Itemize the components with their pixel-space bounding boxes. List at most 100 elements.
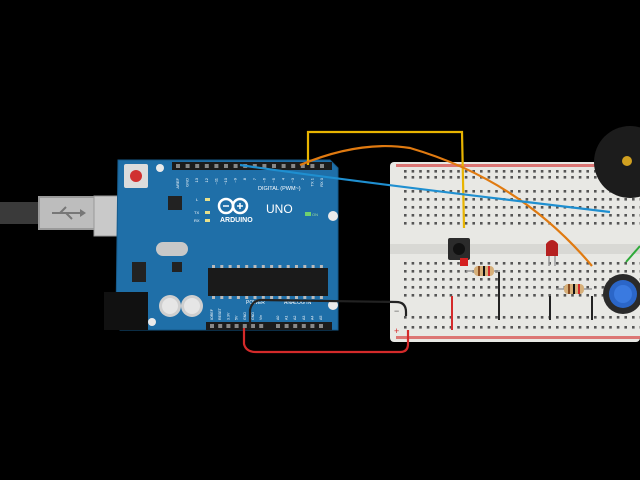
breadboard-hole[interactable] — [526, 176, 529, 179]
breadboard-hole[interactable] — [548, 170, 551, 173]
breadboard-hole[interactable] — [442, 222, 445, 225]
breadboard-hole[interactable] — [480, 206, 483, 209]
breadboard-hole[interactable] — [488, 170, 491, 173]
breadboard-hole[interactable] — [624, 206, 627, 209]
breadboard-hole[interactable] — [450, 262, 453, 265]
breadboard-hole[interactable] — [442, 206, 445, 209]
breadboard-hole[interactable] — [602, 270, 605, 273]
breadboard-hole[interactable] — [465, 326, 468, 329]
breadboard-hole[interactable] — [495, 278, 498, 281]
breadboard-hole[interactable] — [450, 206, 453, 209]
breadboard-hole[interactable] — [602, 262, 605, 265]
breadboard-hole[interactable] — [609, 262, 612, 265]
breadboard-hole[interactable] — [488, 326, 491, 329]
breadboard-hole[interactable] — [526, 262, 529, 265]
breadboard-hole[interactable] — [503, 206, 506, 209]
header-pin[interactable] — [218, 324, 222, 328]
breadboard-hole[interactable] — [609, 316, 612, 319]
breadboard-hole[interactable] — [541, 316, 544, 319]
header-pin[interactable] — [243, 324, 247, 328]
breadboard-hole[interactable] — [457, 262, 460, 265]
breadboard-hole[interactable] — [518, 176, 521, 179]
breadboard-hole[interactable] — [548, 176, 551, 179]
breadboard-hole[interactable] — [412, 286, 415, 289]
breadboard-hole[interactable] — [457, 190, 460, 193]
breadboard-hole[interactable] — [503, 294, 506, 297]
breadboard-hole[interactable] — [526, 286, 529, 289]
breadboard-hole[interactable] — [556, 190, 559, 193]
breadboard-hole[interactable] — [495, 190, 498, 193]
breadboard-hole[interactable] — [564, 170, 567, 173]
breadboard-hole[interactable] — [457, 316, 460, 319]
breadboard-hole[interactable] — [427, 316, 430, 319]
breadboard-hole[interactable] — [518, 286, 521, 289]
breadboard-hole[interactable] — [495, 294, 498, 297]
breadboard-hole[interactable] — [571, 198, 574, 201]
breadboard-hole[interactable] — [434, 270, 437, 273]
breadboard-hole[interactable] — [419, 316, 422, 319]
breadboard-hole[interactable] — [617, 326, 620, 329]
breadboard-hole[interactable] — [480, 278, 483, 281]
breadboard-hole[interactable] — [472, 198, 475, 201]
breadboard-hole[interactable] — [434, 198, 437, 201]
breadboard-hole[interactable] — [404, 222, 407, 225]
breadboard-hole[interactable] — [533, 176, 536, 179]
breadboard-hole[interactable] — [450, 286, 453, 289]
breadboard-hole[interactable] — [434, 316, 437, 319]
breadboard-hole[interactable] — [609, 214, 612, 217]
breadboard-hole[interactable] — [419, 278, 422, 281]
breadboard-hole[interactable] — [609, 206, 612, 209]
breadboard-hole[interactable] — [465, 222, 468, 225]
breadboard-hole[interactable] — [495, 286, 498, 289]
breadboard-hole[interactable] — [556, 270, 559, 273]
breadboard-hole[interactable] — [419, 326, 422, 329]
breadboard-hole[interactable] — [617, 222, 620, 225]
breadboard-hole[interactable] — [556, 176, 559, 179]
breadboard-hole[interactable] — [548, 190, 551, 193]
breadboard-hole[interactable] — [579, 316, 582, 319]
breadboard-hole[interactable] — [526, 198, 529, 201]
breadboard-hole[interactable] — [510, 222, 513, 225]
breadboard-hole[interactable] — [427, 222, 430, 225]
breadboard-hole[interactable] — [434, 326, 437, 329]
breadboard-hole[interactable] — [503, 270, 506, 273]
breadboard-hole[interactable] — [404, 190, 407, 193]
breadboard-hole[interactable] — [404, 326, 407, 329]
breadboard-hole[interactable] — [412, 170, 415, 173]
breadboard-hole[interactable] — [503, 278, 506, 281]
breadboard-hole[interactable] — [632, 198, 635, 201]
breadboard-hole[interactable] — [503, 170, 506, 173]
breadboard-hole[interactable] — [404, 270, 407, 273]
breadboard-hole[interactable] — [442, 278, 445, 281]
breadboard-hole[interactable] — [465, 294, 468, 297]
breadboard-hole[interactable] — [472, 176, 475, 179]
breadboard-hole[interactable] — [548, 206, 551, 209]
breadboard-hole[interactable] — [465, 176, 468, 179]
breadboard-hole[interactable] — [518, 222, 521, 225]
breadboard-hole[interactable] — [571, 214, 574, 217]
breadboard-hole[interactable] — [510, 270, 513, 273]
breadboard-hole[interactable] — [548, 286, 551, 289]
breadboard-hole[interactable] — [457, 214, 460, 217]
breadboard-hole[interactable] — [450, 198, 453, 201]
header-pin[interactable] — [282, 164, 286, 168]
breadboard-hole[interactable] — [564, 294, 567, 297]
breadboard-hole[interactable] — [586, 176, 589, 179]
header-pin[interactable] — [214, 164, 218, 168]
breadboard-hole[interactable] — [556, 198, 559, 201]
breadboard-hole[interactable] — [419, 270, 422, 273]
breadboard-hole[interactable] — [427, 278, 430, 281]
breadboard-hole[interactable] — [480, 190, 483, 193]
breadboard-hole[interactable] — [594, 278, 597, 281]
header-pin[interactable] — [195, 164, 199, 168]
breadboard-hole[interactable] — [594, 294, 597, 297]
breadboard-hole[interactable] — [457, 294, 460, 297]
breadboard-hole[interactable] — [488, 278, 491, 281]
breadboard-hole[interactable] — [434, 294, 437, 297]
breadboard-hole[interactable] — [571, 190, 574, 193]
breadboard-hole[interactable] — [564, 190, 567, 193]
breadboard-hole[interactable] — [609, 270, 612, 273]
breadboard-hole[interactable] — [533, 294, 536, 297]
breadboard-hole[interactable] — [556, 294, 559, 297]
breadboard-hole[interactable] — [434, 170, 437, 173]
